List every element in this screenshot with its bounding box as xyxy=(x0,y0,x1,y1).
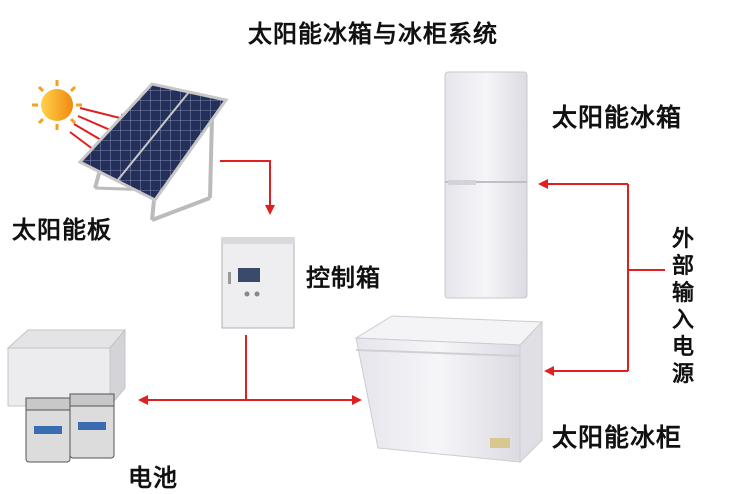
solar-fridge-icon xyxy=(444,71,528,299)
controller-label: 控制箱 xyxy=(306,264,381,292)
solar-panel-icon xyxy=(77,82,229,222)
solar-freezer-icon xyxy=(354,315,544,464)
fridge-label: 太阳能冰箱 xyxy=(552,103,683,132)
control-box-icon xyxy=(221,237,295,329)
freezer-label: 太阳能冰柜 xyxy=(552,423,683,452)
arrow-panel-to-controller xyxy=(220,160,275,215)
connection-arrows xyxy=(138,160,665,405)
external-power-label: 外部输入电源 xyxy=(672,227,696,387)
sun-icon xyxy=(32,80,82,130)
battery-label: 电池 xyxy=(128,464,178,492)
battery-icon xyxy=(6,328,127,463)
solar-panel-label: 太阳能板 xyxy=(12,216,112,244)
diagram-title: 太阳能冰箱与冰柜系统 xyxy=(248,20,498,48)
